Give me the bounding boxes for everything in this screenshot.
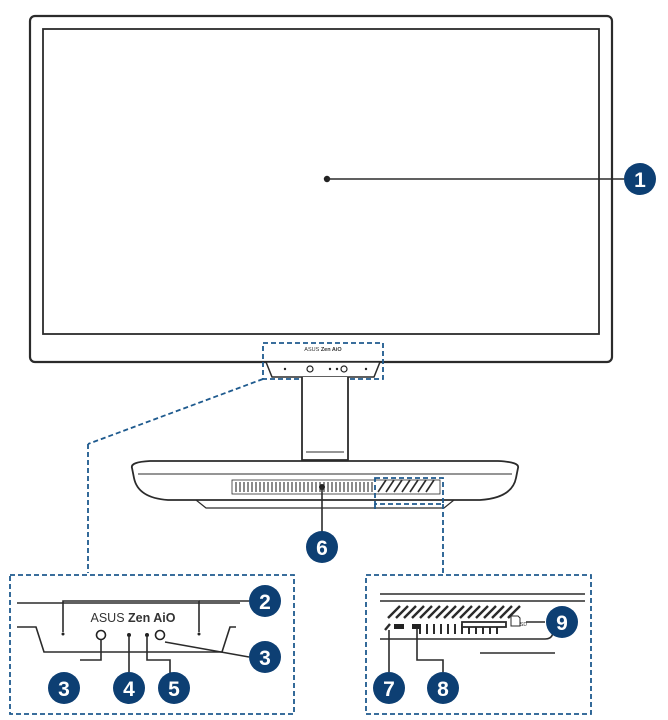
monitor: ASUS Zen AiO	[28, 14, 624, 380]
callout-9: 9	[546, 606, 578, 638]
base-foot	[195, 499, 455, 509]
detail-base-ports: SD	[365, 574, 592, 715]
monitor-screen	[42, 28, 600, 335]
audio-jack-port	[384, 623, 391, 631]
sd-card-slot	[461, 621, 507, 628]
port-slots	[377, 479, 435, 493]
svg-text:3: 3	[58, 678, 70, 701]
chin-mic-right	[364, 367, 368, 371]
detail-mic-right	[197, 632, 201, 636]
sd-card-icon	[510, 615, 521, 627]
detail-ir-camera	[154, 629, 166, 641]
stand-neck	[301, 377, 349, 461]
chin-ir-camera	[340, 365, 348, 373]
callout-8: 8	[427, 672, 459, 704]
chin-mic-left	[283, 367, 287, 371]
callout-5: 5	[158, 672, 190, 704]
grille-slots	[235, 482, 373, 492]
svg-text:6: 6	[316, 537, 328, 560]
chin-camera	[306, 365, 314, 373]
callout-3-left: 3	[48, 672, 80, 704]
svg-text:9: 9	[556, 612, 568, 635]
callout-6: 6	[306, 531, 338, 563]
detail-brand-logo: ASUS Zen AiO	[91, 611, 176, 625]
detail-ir-led	[145, 633, 149, 637]
callout-4: 4	[113, 672, 145, 704]
callout-2: 2	[249, 585, 281, 617]
callout-7: 7	[373, 672, 405, 704]
svg-text:7: 7	[383, 678, 395, 701]
callout-3-right: 3	[249, 641, 281, 673]
usb-port	[394, 624, 404, 629]
detail-led	[127, 633, 131, 637]
detail-right-leaders	[388, 621, 545, 672]
zoom-connectors	[87, 378, 444, 573]
ports-highlight-box	[374, 477, 444, 505]
svg-text:3: 3	[259, 647, 271, 670]
chin-led-2	[335, 367, 339, 371]
svg-text:8: 8	[437, 678, 449, 701]
chin-led	[328, 367, 332, 371]
monitor-chin	[264, 361, 382, 378]
detail-chin	[17, 626, 236, 653]
sd-card-label: SD	[520, 622, 527, 628]
detail-box-right	[365, 574, 592, 715]
svg-text:5: 5	[168, 678, 180, 701]
stand	[130, 377, 520, 532]
base-detail-slots	[387, 605, 521, 619]
detail-usb-port	[412, 624, 421, 629]
svg-text:4: 4	[123, 678, 135, 701]
detail-left-leaders	[62, 600, 250, 678]
monitor-brand-logo: ASUS Zen AiO	[304, 347, 342, 353]
detail-mic-left	[61, 632, 65, 636]
detail-camera	[95, 629, 107, 641]
callout-1: 1	[624, 163, 656, 195]
svg-text:2: 2	[259, 591, 271, 614]
svg-text:1: 1	[634, 169, 646, 192]
